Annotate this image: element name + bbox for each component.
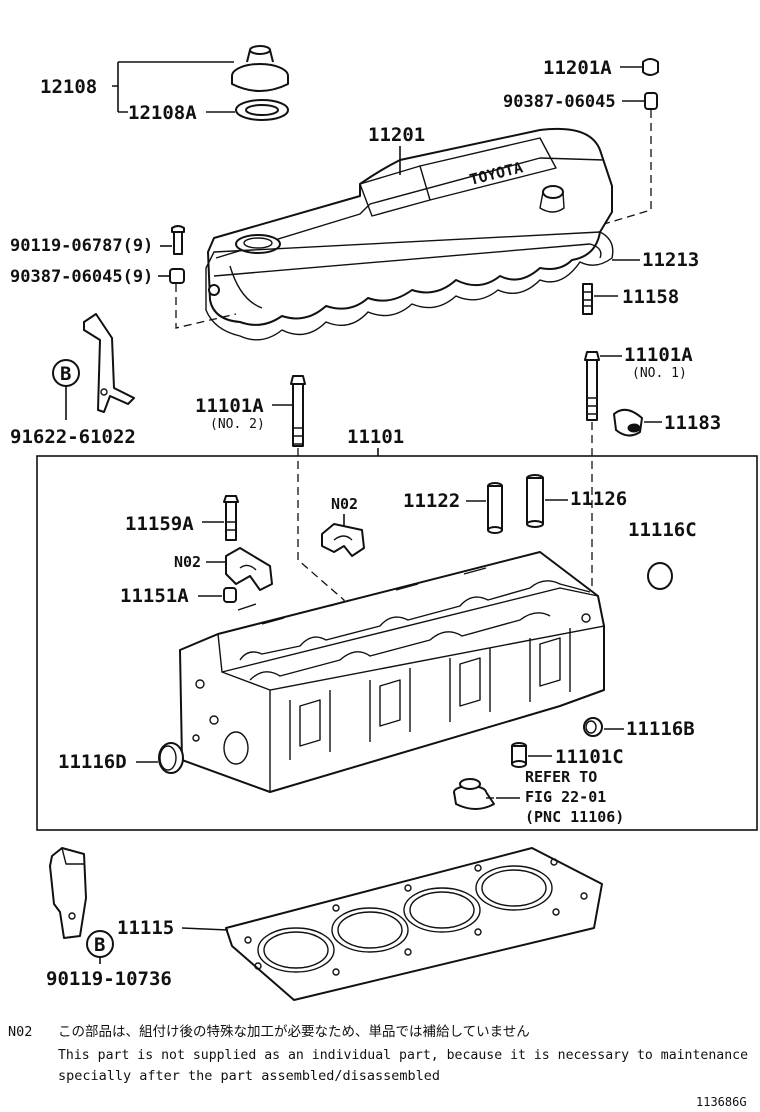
refer-line-3: (PNC 11106) [525,808,624,826]
label-11101A-no1: 11101A [624,344,693,366]
head-gasket-drawing [225,847,603,1001]
oil-filler-cap-drawing [231,45,289,92]
plug-11116D-drawing [158,742,184,774]
label-90119-10736: 90119-10736 [46,968,172,990]
label-no1: (NO. 1) [632,366,687,381]
ring-11101C-drawing [511,742,527,768]
valve-guide-11122-drawing [487,482,503,534]
cover-bolt-drawing [171,225,185,255]
label-n02-upper: N02 [331,495,358,513]
label-11158: 11158 [622,286,679,308]
label-90119-06787: 90119-06787(9) [10,236,153,256]
label-12108A: 12108A [128,102,197,124]
label-91622: 91622-61022 [10,426,136,448]
ref-b-bottom-letter: B [94,934,105,956]
label-11201A: 11201A [543,57,612,79]
dash-cover-bolt [175,284,237,329]
label-11213: 11213 [642,249,699,271]
note-english-1: This part is not supplied as an individu… [58,1047,748,1063]
cap-bolt-11159A-drawing [223,495,239,541]
label-11126: 11126 [570,488,627,510]
head-bolt-no2-drawing [290,375,306,447]
valve-guide-11126-drawing [526,474,544,528]
cylinder-head-cover-drawing: TOYOTA [205,127,614,341]
bracket-90119-drawing [49,847,87,939]
refer-line-2: FIG 22-01 [525,788,606,806]
label-11115: 11115 [117,917,174,939]
label-11183: 11183 [664,412,721,434]
label-n02-lower: N02 [174,553,201,571]
dowel-11151A-drawing [223,587,237,603]
assembly-frame [36,455,758,831]
label-11101A-no2: 11101A [195,395,264,417]
label-no2: (NO. 2) [210,417,265,432]
leader-11115 [181,927,229,931]
label-90387-9: 90387-06045(9) [10,267,153,287]
ref-b-top-letter: B [60,363,71,385]
bracket-91622-drawing [83,313,135,413]
note-code: N02 [8,1024,32,1040]
label-11122: 11122 [403,490,460,512]
label-11151A: 11151A [120,585,189,607]
label-11116C: 11116C [628,519,697,541]
label-11159A: 11159A [125,513,194,535]
bearing-cap-n02-lower-drawing [225,547,273,591]
plug-11116B-drawing [583,717,603,737]
bearing-cap-n02-upper-drawing [321,523,365,557]
note-english-2: specially after the part assembled/disas… [58,1068,440,1084]
cylinder-head-drawing [179,551,605,793]
dash-bolt-no2 [297,448,345,720]
dash-grommet-top [603,110,652,225]
grommet-top-drawing [644,92,658,110]
label-11201: 11201 [368,124,425,146]
label-90387-top: 90387-06045 [503,92,616,112]
nozzle-seat-drawing [453,778,495,810]
note-japanese: この部品は、組付け後の特殊な加工が必要なため、単品では補給していません [58,1024,530,1040]
figure-id: 113686G [696,1095,747,1109]
plug-11183-drawing [613,408,643,437]
label-11116D: 11116D [58,751,127,773]
oil-filler-gasket-drawing [235,99,289,121]
refer-line-1: REFER TO [525,768,597,786]
stud-11158-drawing [582,283,593,315]
label-12108: 12108 [40,76,97,98]
cover-seal-washer-drawing [169,268,185,284]
leader-12108 [112,61,234,113]
label-11101C: 11101C [555,746,624,768]
label-11101: 11101 [347,426,404,448]
plug-11116C-drawing [647,562,673,590]
head-bolt-no1-drawing [584,351,600,421]
label-11116B: 11116B [626,718,695,740]
cap-nut-11201A-drawing [642,58,659,76]
